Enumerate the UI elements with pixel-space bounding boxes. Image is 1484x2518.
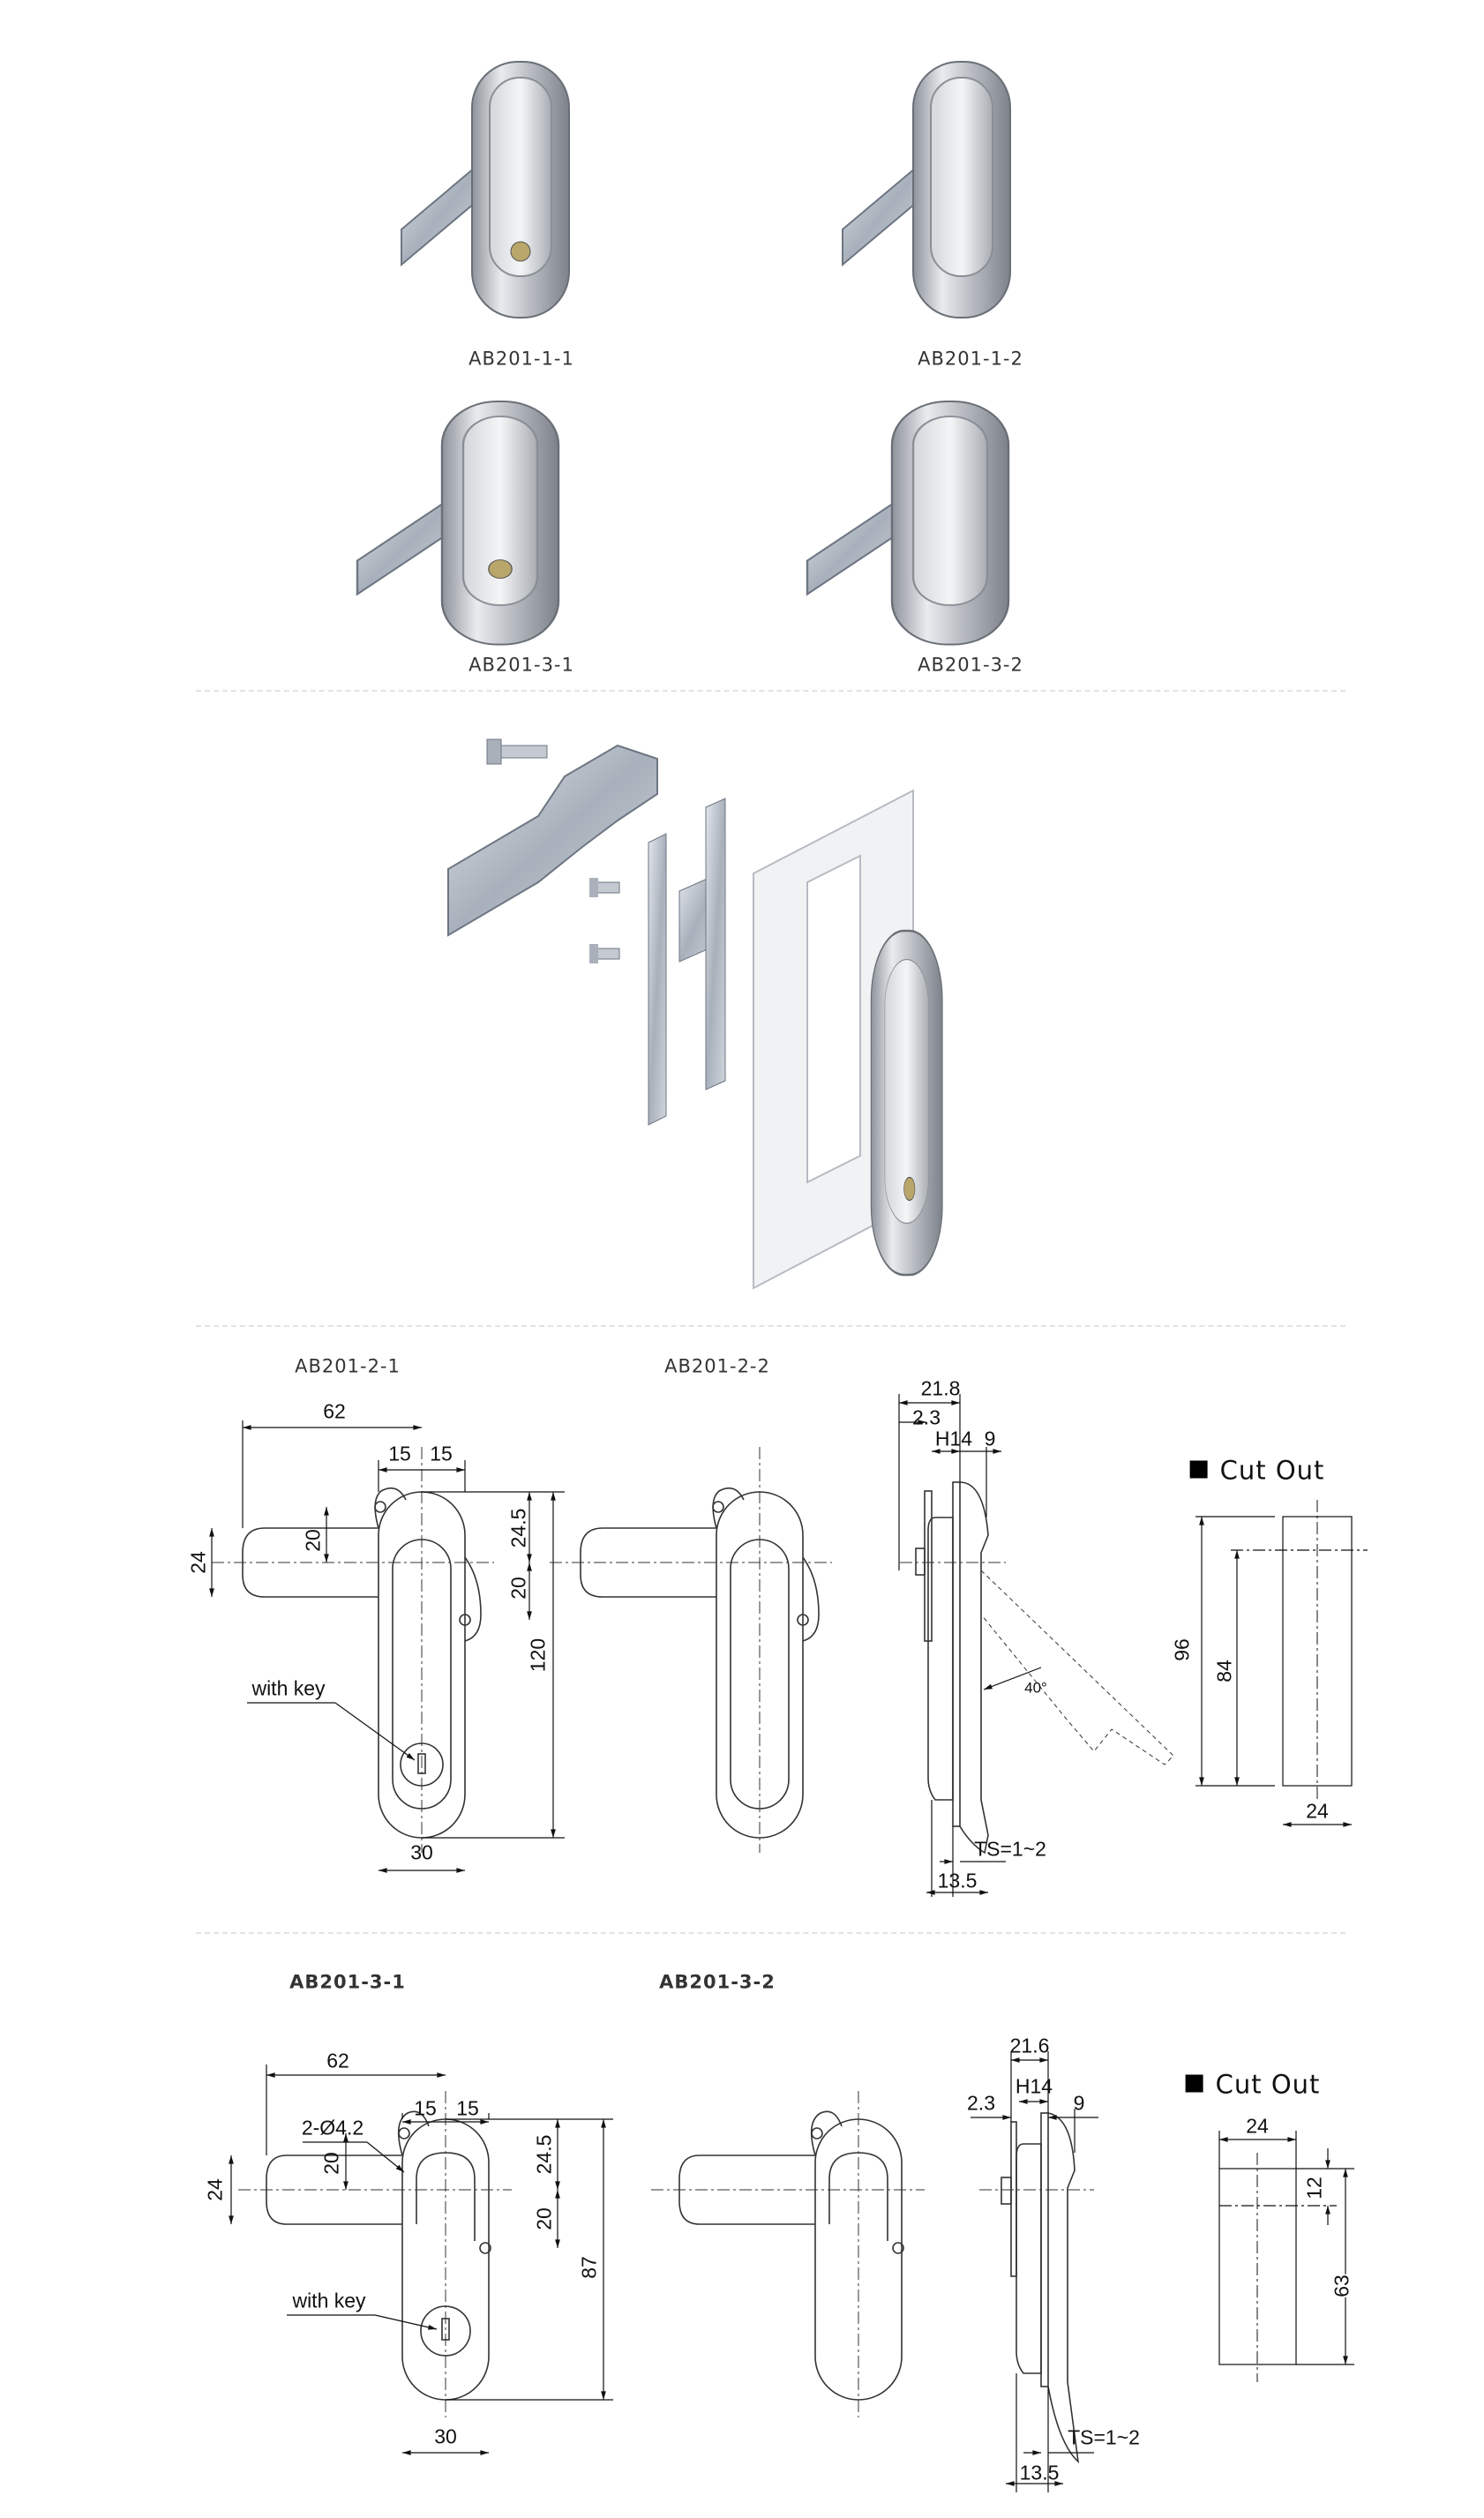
dim-half-left: 15: [414, 2096, 437, 2120]
section-divider: [196, 1325, 1345, 1327]
dim-plate: 2.3: [967, 2091, 995, 2115]
dim-arm-height: 24: [186, 1551, 210, 1574]
dim-body-width: 30: [434, 2424, 457, 2448]
bolt: [486, 738, 548, 765]
screw: [589, 944, 620, 963]
dim-half-left: 15: [388, 1442, 411, 1465]
side-view-ab201-3: [979, 2112, 1094, 2464]
exploded-assembly-view: [447, 738, 943, 1290]
photo-label: AB201-3-2: [918, 654, 1023, 676]
dim-top-offset: 24.5: [532, 2134, 556, 2175]
dim-depth: 21.6: [1009, 2034, 1050, 2057]
dim-half-right: 15: [430, 1442, 453, 1465]
photo-label: AB201-1-2: [918, 348, 1023, 370]
dim-plate: 2.3: [912, 1405, 941, 1429]
dim-half-right: 15: [456, 2096, 479, 2120]
drawing-title: AB201-3-1: [289, 1971, 406, 1993]
dim-height: 87: [577, 2256, 601, 2279]
screw: [589, 878, 620, 897]
dim-upper-hole: 20: [301, 1529, 325, 1552]
dim-lower-hole: 20: [506, 1577, 530, 1600]
cutout-title: Cut Out: [1189, 1458, 1325, 1484]
drawing-title: AB201-2-1: [295, 1355, 401, 1377]
dim-cutout-height: 96: [1170, 1638, 1194, 1661]
dim-thickness: TS=1~2: [974, 1837, 1046, 1861]
side-dimension-lines-3: [971, 2051, 1098, 2492]
photo-label: AB201-3-1: [468, 654, 574, 676]
photo-label: AB201-1-1: [468, 348, 574, 370]
bracket: [447, 744, 658, 937]
lock-photo-ab201-1-1: [401, 61, 570, 318]
mounting-plate: [648, 798, 726, 1126]
square-bullet-icon: [1189, 1460, 1208, 1479]
dim-front: 9: [984, 1427, 996, 1450]
front-view-ab201-3-2: [651, 2091, 925, 2417]
dim-hole-spacing: 84: [1212, 1660, 1236, 1682]
dim-thickness: TS=1~2: [1068, 2425, 1140, 2449]
dim-h14: H14: [934, 1427, 973, 1450]
dimension-lines-3-1: [229, 2065, 613, 2455]
section-divider: [196, 1932, 1345, 1934]
dim-arm-height: 24: [203, 2178, 227, 2201]
cutout-ab201-3: [1218, 2131, 1354, 2382]
dim-cutout-height: 63: [1330, 2274, 1353, 2297]
dim-back: 13.5: [1019, 2461, 1060, 2484]
dimension-lines-2-1: [209, 1420, 565, 1873]
dim-cutout-top: 12: [1302, 2177, 1326, 2200]
front-view-ab201-2-2: [550, 1447, 832, 1853]
side-dimension-lines-2: [898, 1394, 1042, 1897]
side-view-ab201-2: [900, 1481, 1174, 1855]
front-view-ab201-2-1: [212, 1447, 494, 1853]
with-key-label: with key: [251, 1676, 326, 1700]
dim-upper-hole: 20: [319, 2152, 343, 2175]
dim-width-total: 62: [326, 2049, 349, 2072]
dim-back: 13.5: [937, 1869, 978, 1892]
drawing-title: AB201-3-2: [659, 1971, 776, 1993]
dim-holes: 2-Ø4.2: [301, 2116, 364, 2140]
drawing-title: AB201-2-2: [664, 1355, 770, 1377]
dim-depth: 21.8: [920, 1376, 961, 1400]
dim-body-width: 30: [410, 1840, 433, 1864]
with-key-label: with key: [292, 2289, 366, 2312]
lock-assembled: [870, 929, 943, 1277]
section-divider: [196, 690, 1345, 692]
product-photos: [356, 61, 1011, 646]
dim-front: 9: [1073, 2091, 1085, 2115]
front-view-ab201-3-1: [238, 2091, 512, 2417]
cutout-ab201-2: [1195, 1500, 1368, 1827]
dim-cutout-width: 24: [1306, 1799, 1329, 1823]
dim-cutout-width: 24: [1246, 2114, 1269, 2138]
dim-height: 120: [526, 1637, 550, 1673]
dim-width-total: 62: [323, 1399, 346, 1423]
lock-photo-ab201-3-1: [356, 400, 560, 646]
square-bullet-icon: [1185, 2074, 1203, 2093]
dim-angle: 40°: [1024, 1679, 1047, 1697]
dim-lower-hole: 20: [532, 2207, 556, 2230]
cutout-title: Cut Out: [1185, 2072, 1321, 2098]
dim-top-offset: 24.5: [506, 1508, 530, 1548]
dim-h14: H14: [1015, 2074, 1053, 2098]
